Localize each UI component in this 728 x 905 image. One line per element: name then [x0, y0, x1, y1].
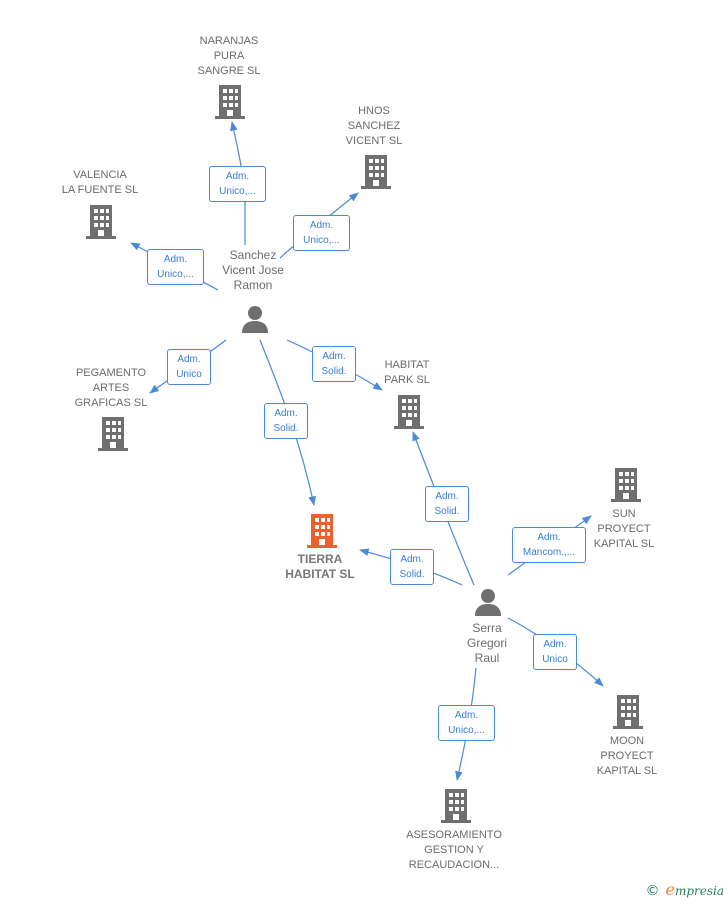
person-icon[interactable] — [473, 587, 503, 617]
building-icon[interactable] — [359, 154, 393, 190]
brand-initial: e — [665, 880, 675, 899]
node-label-naranjas[interactable]: NARANJAS PURA SANGRE SL — [197, 35, 261, 77]
building-icon[interactable] — [609, 467, 643, 503]
edge-label-serra-habitat-park: Adm. Solid. — [425, 486, 469, 522]
empresia-logo: © empresia — [645, 880, 724, 899]
node-label-serra[interactable]: Serra Gregori Raul — [466, 621, 507, 665]
building-icon[interactable] — [611, 694, 645, 730]
building-icon[interactable] — [96, 416, 130, 452]
brand-name: mpresia — [674, 884, 724, 898]
target-building-icon[interactable] — [305, 513, 339, 549]
edge-label-sanchez-habitat-park: Adm. Solid. — [312, 346, 356, 382]
edge-label-sanchez-tierra: Adm. Solid. — [264, 403, 308, 439]
node-label-pegamento[interactable]: PEGAMENTO ARTES GRAFICAS SL — [74, 367, 148, 409]
edge-label-sanchez-valencia: Adm. Unico,... — [147, 249, 204, 285]
node-label-tierra[interactable]: TIERRA HABITAT SL — [285, 552, 355, 581]
person-icon[interactable] — [240, 304, 270, 334]
edge-label-sanchez-hnos: Adm. Unico,... — [293, 215, 350, 251]
edge-label-sanchez-pegamento: Adm. Unico — [167, 349, 211, 385]
edge-label-serra-asesoramiento: Adm. Unico,... — [438, 705, 495, 741]
building-icon[interactable] — [392, 394, 426, 430]
node-label-asesoramiento[interactable]: ASESORAMIENTO GESTION Y RECAUDACION... — [406, 829, 502, 871]
building-icon[interactable] — [439, 788, 473, 824]
edge-label-serra-tierra: Adm. Solid. — [390, 549, 434, 585]
edge-label-serra-moon: Adm. Unico — [533, 634, 577, 670]
building-icon[interactable] — [213, 84, 247, 120]
node-label-hnos[interactable]: HNOS SANCHEZ VICENT SL — [345, 105, 403, 147]
node-label-habitat-park[interactable]: HABITAT PARK SL — [384, 359, 430, 386]
node-label-valencia[interactable]: VALENCIA LA FUENTE SL — [61, 169, 139, 196]
edge-label-serra-sun: Adm. Mancom.,... — [512, 527, 586, 563]
node-label-moon[interactable]: MOON PROYECT KAPITAL SL — [596, 735, 658, 777]
copyright-symbol: © — [645, 883, 660, 899]
node-label-sun[interactable]: SUN PROYECT KAPITAL SL — [593, 508, 655, 550]
node-label-sanchez[interactable]: Sanchez Vicent Jose Ramon — [222, 248, 284, 292]
edge-label-sanchez-naranjas: Adm. Unico,... — [209, 166, 266, 202]
building-icon[interactable] — [84, 204, 118, 240]
